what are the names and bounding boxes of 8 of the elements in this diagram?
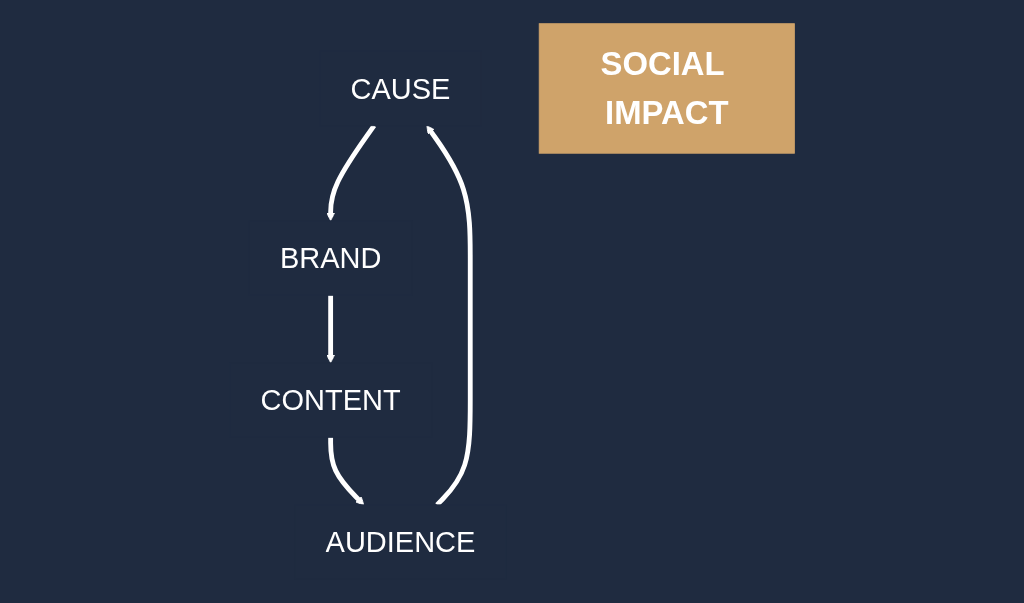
node-text: CONTENT bbox=[260, 384, 401, 416]
node-text: AUDIENCE bbox=[325, 526, 476, 559]
arrow bbox=[326, 124, 377, 222]
node-text: CAUSE bbox=[350, 72, 451, 105]
node-text: BRAND bbox=[279, 242, 382, 274]
arrow bbox=[326, 295, 335, 364]
node-box: SOCIAL IMPACT bbox=[538, 23, 795, 154]
arrow bbox=[328, 437, 365, 506]
